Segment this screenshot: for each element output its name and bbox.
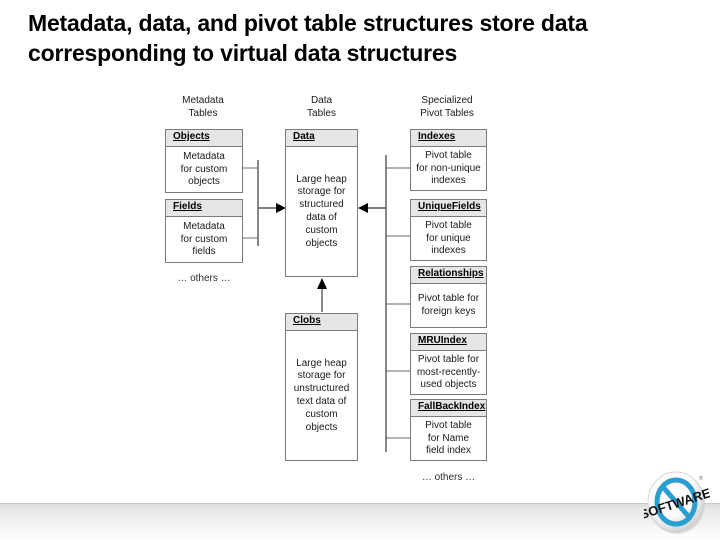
- entity-box-uniquefields[interactable]: UniqueFields Pivot table for unique inde…: [410, 199, 487, 261]
- entity-title-data: Data: [293, 131, 315, 142]
- entity-description-mruindex: Pivot table for most-recently- used obje…: [416, 353, 481, 391]
- entity-header-clobs: Clobs: [286, 314, 357, 331]
- entity-box-fallbackindex[interactable]: FallBackIndex Pivot table for Name field…: [410, 399, 487, 461]
- entity-description-data: Large heap storage for structured data o…: [296, 173, 347, 249]
- column-heading-data-tables: Data Tables: [307, 95, 336, 119]
- entity-box-mruindex[interactable]: MRUIndex Pivot table for most-recently- …: [410, 333, 487, 395]
- entity-box-clobs[interactable]: Clobs Large heap storage for unstructure…: [285, 313, 358, 461]
- entity-description-clobs: Large heap storage for unstructured text…: [293, 357, 350, 433]
- entity-description-fallbackindex: Pivot table for Name field index: [425, 419, 472, 457]
- column-heading-specialized-pivot-tables: Specialized Pivot Tables: [420, 95, 474, 119]
- footer-band: [0, 503, 720, 540]
- others-label-pivot: … others …: [421, 472, 476, 483]
- entity-description-fields: Metadata for custom fields: [180, 220, 228, 258]
- entity-box-relationships[interactable]: Relationships Pivot table for foreign ke…: [410, 266, 487, 328]
- entity-title-fallbackindex: FallBackIndex: [418, 401, 486, 412]
- entity-header-indexes: Indexes: [411, 130, 486, 147]
- entity-box-fields[interactable]: Fields Metadata for custom fields: [165, 199, 243, 263]
- arrow-into-data-from-clobs: [317, 278, 327, 289]
- entity-header-mruindex: MRUIndex: [411, 334, 486, 351]
- no-software-logo: SOFTWARE ®: [644, 471, 710, 534]
- entity-header-data: Data: [286, 130, 357, 147]
- connector-lines: [243, 155, 410, 452]
- entity-box-data[interactable]: Data Large heap storage for structured d…: [285, 129, 358, 277]
- entity-box-objects[interactable]: Objects Metadata for custom objects: [165, 129, 243, 193]
- entity-box-indexes[interactable]: Indexes Pivot table for non-unique index…: [410, 129, 487, 191]
- entity-header-relationships: Relationships: [411, 267, 486, 284]
- entity-header-fallbackindex: FallBackIndex: [411, 400, 486, 417]
- entity-header-uniquefields: UniqueFields: [411, 200, 486, 217]
- entity-description-objects: Metadata for custom objects: [180, 150, 228, 188]
- entity-title-relationships: Relationships: [418, 268, 484, 279]
- others-label-metadata: … others …: [177, 273, 231, 284]
- page-title: Metadata, data, and pivot table structur…: [28, 10, 588, 67]
- entity-header-fields: Fields: [166, 200, 242, 217]
- entity-title-mruindex: MRUIndex: [418, 335, 467, 346]
- entity-title-objects: Objects: [173, 131, 210, 142]
- entity-title-fields: Fields: [173, 201, 202, 212]
- column-heading-metadata-tables: Metadata Tables: [182, 95, 224, 119]
- entity-description-indexes: Pivot table for non-unique indexes: [416, 149, 481, 187]
- logo-trademark-icon: ®: [699, 475, 703, 482]
- entity-title-indexes: Indexes: [418, 131, 456, 142]
- entity-header-objects: Objects: [166, 130, 242, 147]
- entity-title-clobs: Clobs: [293, 315, 321, 326]
- entity-title-uniquefields: UniqueFields: [418, 201, 481, 212]
- architecture-diagram: Metadata Tables Objects Metadata for cus…: [165, 95, 487, 483]
- entity-description-relationships: Pivot table for foreign keys: [417, 293, 480, 317]
- arrow-into-data-from-pivot: [358, 203, 368, 213]
- entity-description-uniquefields: Pivot table for unique indexes: [425, 219, 472, 257]
